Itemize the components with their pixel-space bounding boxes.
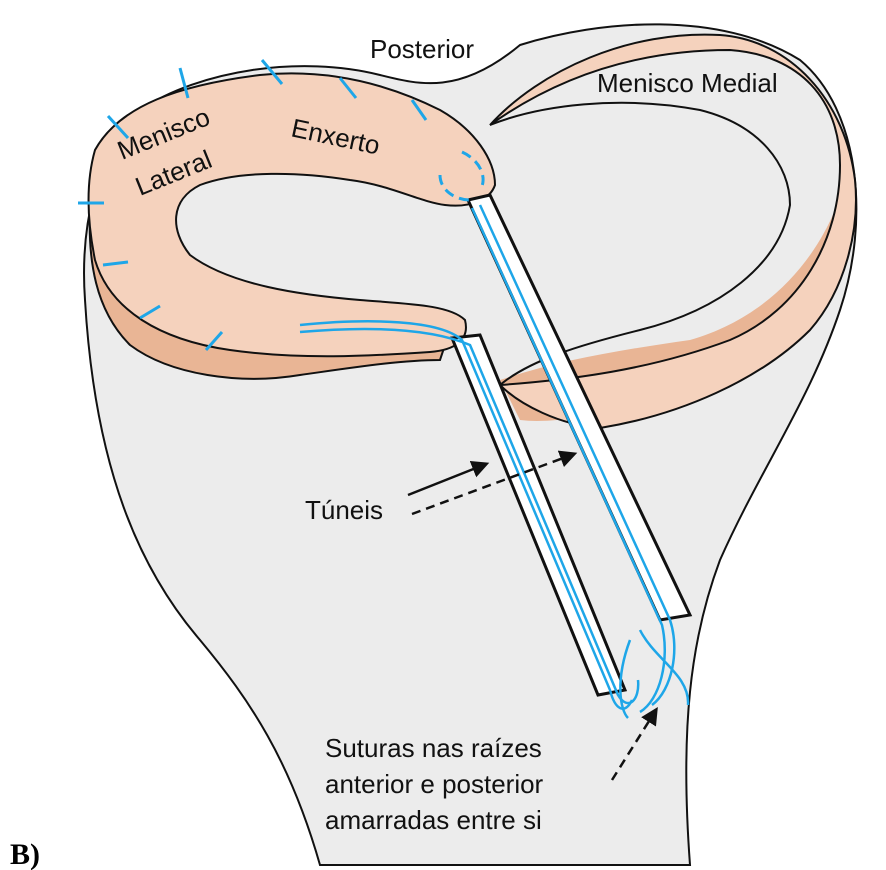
medial-meniscus-label: Menisco Medial <box>597 68 778 98</box>
sutures-label-1: Suturas nas raízes <box>325 733 542 763</box>
panel-label: B) <box>10 838 40 870</box>
sutures-label-2: anterior e posterior <box>325 769 544 799</box>
sutures-label-3: amarradas entre si <box>325 805 542 835</box>
tunnels-label: Túneis <box>305 495 383 525</box>
posterior-label: Posterior <box>370 34 474 64</box>
